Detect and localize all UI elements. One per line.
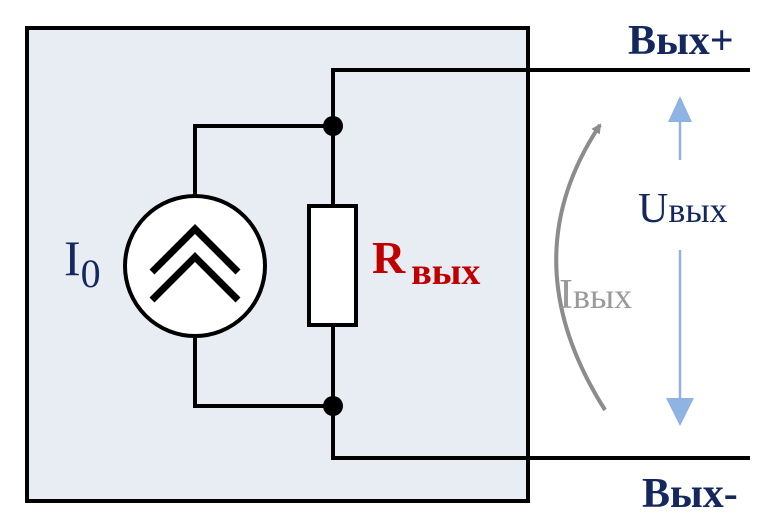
- resistor-label-main: R: [372, 232, 406, 283]
- current-arrow: [554, 123, 607, 412]
- source-current-label: I0: [64, 230, 101, 296]
- wire-top-output: [331, 68, 750, 205]
- resistor-icon: [307, 204, 358, 327]
- wire-bottom-output: [331, 326, 750, 460]
- voltage-label: Uвых: [638, 186, 728, 232]
- junction-dot-top: [323, 116, 343, 136]
- junction-dot-bottom: [323, 396, 343, 416]
- current-label-main: I: [559, 272, 573, 318]
- wire-source-top: [193, 124, 333, 195]
- wire-source-bottom: [193, 337, 333, 408]
- voltage-label-sub: вых: [668, 190, 727, 230]
- current-source-icon: [123, 194, 267, 338]
- device-box: [25, 26, 530, 503]
- circuit-wires: [193, 68, 750, 460]
- source-current-sub: 0: [81, 251, 101, 296]
- output-minus-label: Вых-: [642, 471, 738, 517]
- output-plus-label: Вых+: [628, 18, 734, 64]
- current-label-sub: вых: [573, 276, 632, 316]
- current-label: Iвых: [559, 272, 632, 318]
- source-current-main: I: [64, 230, 81, 286]
- voltage-label-main: U: [638, 186, 668, 232]
- resistor-label-sub: вых: [411, 251, 480, 293]
- voltage-arrow: [666, 96, 694, 426]
